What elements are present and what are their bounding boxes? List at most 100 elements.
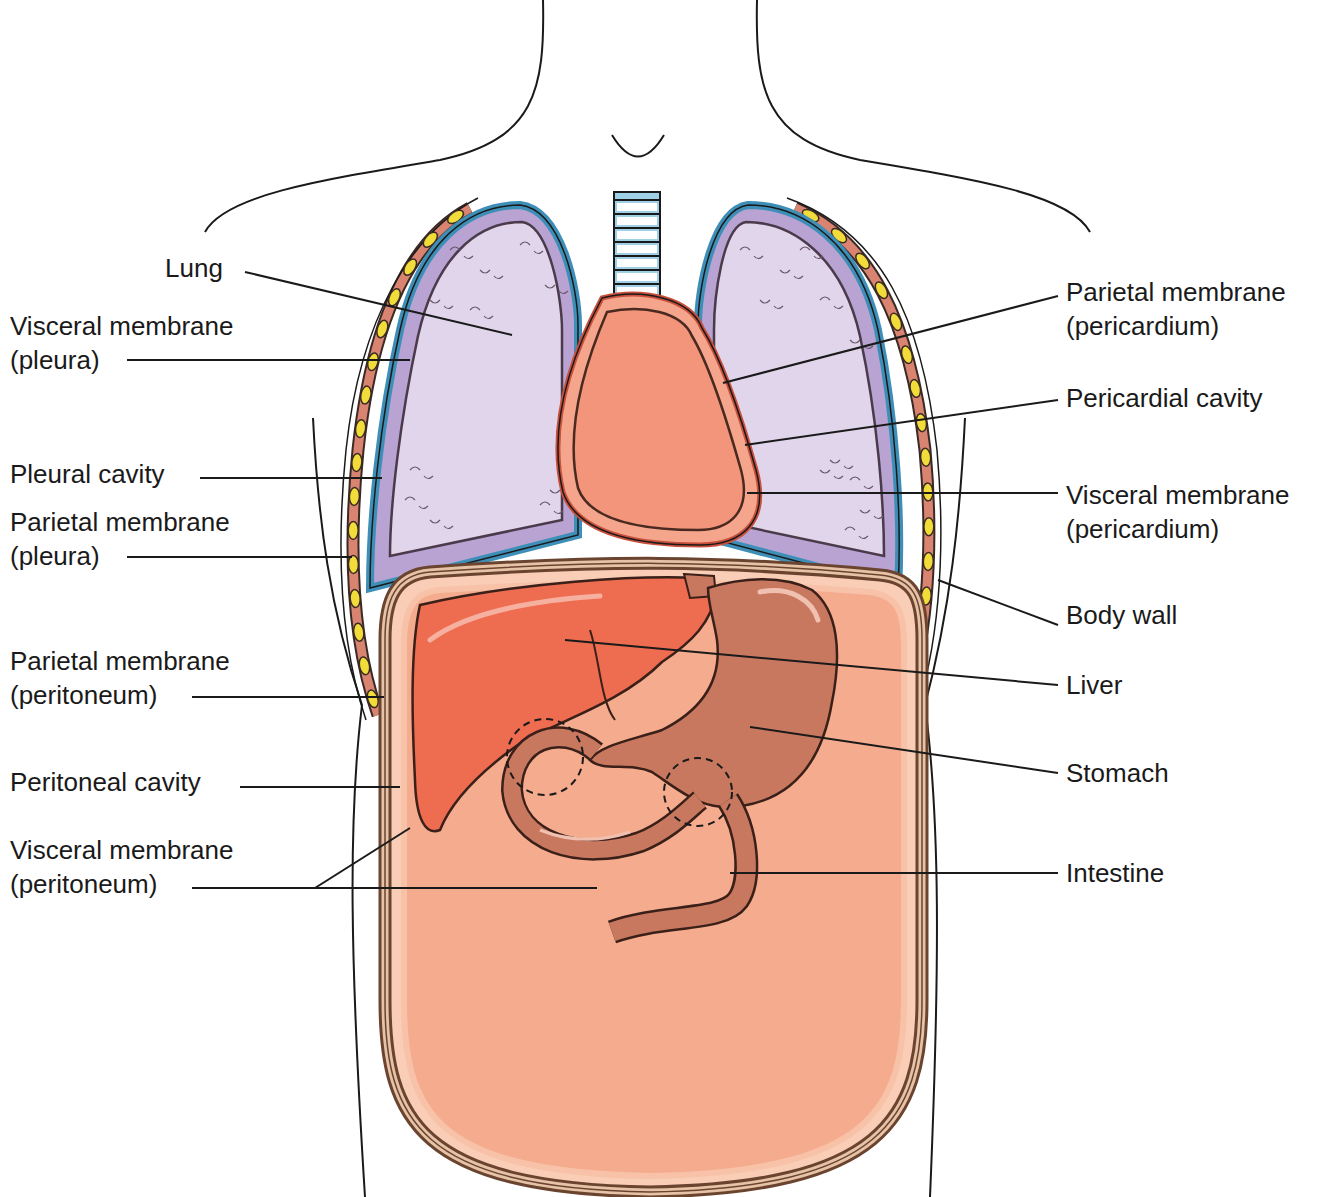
- leader-line: [127, 359, 410, 361]
- trachea-cartilage: [617, 245, 657, 253]
- stomach-highlight: [760, 591, 818, 620]
- part-label: Parietal membrane (pleura): [10, 505, 260, 573]
- lung-texture-mark: [780, 270, 803, 279]
- parietal-pleura: [370, 205, 578, 588]
- lung-texture-mark: [845, 527, 868, 539]
- trachea-cartilage: [617, 259, 657, 267]
- liver-shape: [413, 577, 716, 831]
- body-outline: [205, 0, 1090, 1197]
- leader-line: [565, 640, 1058, 685]
- lung-texture-mark: [820, 470, 843, 479]
- trachea-ring: [614, 227, 660, 229]
- rib-section: [908, 379, 921, 399]
- leader-line: [315, 828, 410, 888]
- rib-section: [924, 518, 934, 536]
- trachea-ring: [614, 199, 660, 201]
- liver-highlight: [430, 596, 600, 640]
- hidden-outline: [664, 758, 732, 826]
- pleura-outline: [370, 205, 578, 588]
- trachea-cartilage: [617, 273, 657, 281]
- lung-texture-mark: [450, 247, 473, 259]
- rib-section: [386, 287, 402, 308]
- lung-texture-mark: [800, 247, 823, 259]
- organs: [413, 574, 837, 932]
- part-label: Intestine: [1066, 856, 1164, 890]
- rib-section: [348, 521, 358, 539]
- part-label: Stomach: [1066, 756, 1169, 790]
- trachea-ring: [614, 255, 660, 257]
- rib-section: [365, 689, 380, 709]
- lung-texture-mark: [820, 297, 843, 309]
- leader-line: [938, 580, 1058, 625]
- left-flank: [313, 418, 365, 1197]
- rib-section: [354, 419, 366, 438]
- hidden-outline: [507, 719, 583, 795]
- trachea-ring: [614, 283, 660, 285]
- rib-section: [349, 487, 360, 506]
- parietal-peritoneum: [385, 563, 922, 1192]
- leader-lines: [127, 272, 1058, 888]
- lung-texture: [405, 242, 883, 539]
- part-label: Liver: [1066, 668, 1122, 702]
- rib-section: [923, 552, 934, 570]
- part-label: Body wall: [1066, 598, 1177, 632]
- right-shoulder: [757, 0, 1090, 232]
- part-label: Pericardial cavity: [1066, 381, 1263, 415]
- part-label: Visceral membrane (pleura): [10, 309, 260, 377]
- jugular-notch: [612, 135, 664, 157]
- trachea-cartilage: [617, 231, 657, 239]
- rib-section: [359, 385, 372, 405]
- leader-line: [245, 272, 512, 335]
- leader-line: [747, 492, 1058, 494]
- lungs: [370, 205, 899, 588]
- part-label: Visceral membrane (peritoneum): [10, 833, 260, 901]
- duodenum: [512, 737, 700, 849]
- trachea-rings: [614, 200, 660, 295]
- lung-texture-mark: [520, 242, 543, 254]
- part-label: Lung: [165, 251, 223, 285]
- trachea-cartilage: [617, 203, 657, 211]
- rib-section: [358, 656, 371, 676]
- trachea: [614, 192, 660, 307]
- lung-texture-mark: [830, 460, 853, 469]
- leader-line: [750, 727, 1058, 773]
- leader-line: [127, 556, 352, 558]
- lung-texture-mark: [545, 285, 568, 294]
- rib-section: [366, 352, 380, 372]
- peritoneum-band: [385, 563, 922, 1192]
- duodenum-edge: [512, 737, 700, 849]
- rib-section: [353, 623, 365, 642]
- rib-section: [922, 483, 933, 501]
- rib-section: [351, 453, 363, 472]
- rib-section: [888, 312, 904, 332]
- rib-section: [915, 413, 928, 432]
- trachea-ring: [614, 241, 660, 243]
- lung-texture-mark: [740, 247, 763, 259]
- rib-section: [900, 345, 915, 365]
- trachea-ring: [614, 213, 660, 215]
- leader-line: [200, 477, 382, 479]
- leader-line: [730, 872, 1058, 874]
- trachea-cartilage: [617, 217, 657, 225]
- part-label: Visceral membrane (pericardium): [1066, 478, 1316, 546]
- leader-line: [192, 696, 384, 698]
- abdomen: [385, 563, 922, 1192]
- lung-texture-mark: [430, 300, 453, 309]
- peritoneum-line: [385, 563, 922, 1192]
- pericardium-outline: [558, 294, 760, 545]
- lung-texture-mark: [760, 300, 783, 309]
- rib-section: [920, 448, 931, 467]
- duodenum-highlight: [540, 830, 630, 839]
- parietal-pericardium: [558, 294, 760, 545]
- lung-texture-mark: [405, 497, 428, 509]
- lung-texture-mark: [470, 307, 493, 319]
- left-shoulder: [205, 0, 543, 232]
- rib-section: [349, 589, 360, 608]
- stomach-shape: [590, 579, 837, 807]
- rib-section: [348, 555, 358, 573]
- leader-line: [745, 400, 1058, 445]
- trachea-tube: [614, 192, 660, 307]
- part-label: Parietal membrane (pericardium): [1066, 275, 1316, 343]
- lung-texture-mark: [860, 510, 883, 519]
